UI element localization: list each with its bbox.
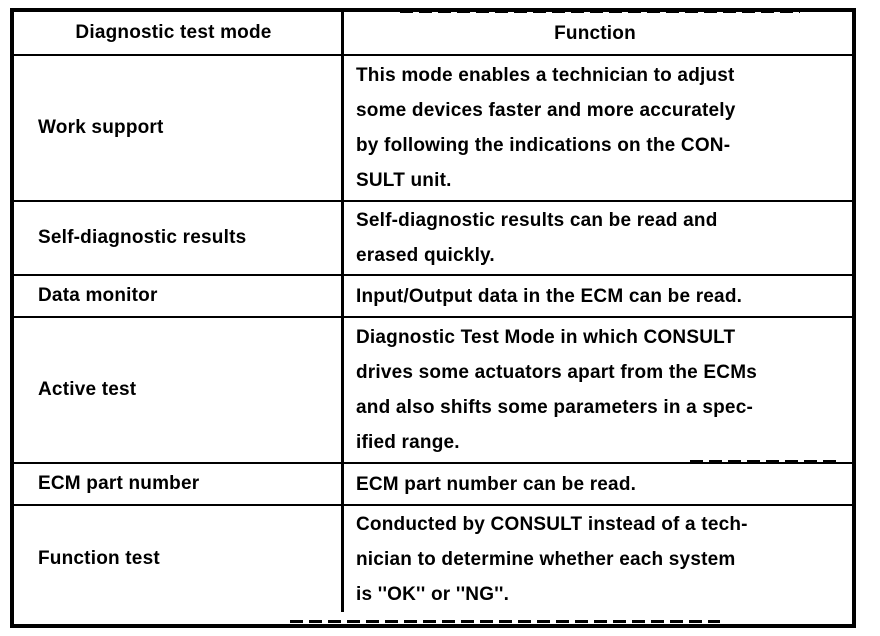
- cell-mode-data-monitor: Data monitor: [14, 276, 344, 316]
- cell-function-data-monitor: Input/Output data in the ECM can be read…: [356, 285, 743, 307]
- cell-function-ecm-part-number: ECM part number can be read.: [356, 473, 637, 495]
- cell-function-function-test: Conducted by CONSULT instead of a tech- …: [356, 513, 748, 605]
- table-row: ECM part number ECM part number can be r…: [14, 464, 852, 506]
- scan-artifact: [400, 10, 800, 13]
- scan-artifact: [290, 620, 720, 623]
- cell-function-self-diagnostic-results: Self-diagnostic results can be read and …: [356, 210, 718, 266]
- column-header-diagnostic-test-mode: Diagnostic test mode: [14, 12, 344, 54]
- cell-mode-function-test: Function test: [14, 506, 344, 612]
- diagnostic-test-mode-table: Diagnostic test mode Function Work suppo…: [10, 8, 856, 628]
- cell-mode-self-diagnostic-results: Self-diagnostic results: [14, 202, 344, 274]
- table-row: Function test Conducted by CONSULT inste…: [14, 506, 852, 612]
- cell-function-work-support: This mode enables a technician to adjust…: [356, 65, 736, 191]
- table-row: Work support This mode enables a technic…: [14, 56, 852, 202]
- cell-mode-work-support: Work support: [14, 56, 344, 200]
- table-header-row: Diagnostic test mode Function: [14, 12, 852, 56]
- table-row: Active test Diagnostic Test Mode in whic…: [14, 318, 852, 464]
- column-header-function: Function: [554, 22, 636, 44]
- scan-artifact: [690, 460, 840, 462]
- cell-mode-active-test: Active test: [14, 318, 344, 462]
- table-row: Self-diagnostic results Self-diagnostic …: [14, 202, 852, 276]
- cell-function-active-test: Diagnostic Test Mode in which CONSULT dr…: [356, 327, 757, 453]
- table-row: Data monitor Input/Output data in the EC…: [14, 276, 852, 318]
- cell-mode-ecm-part-number: ECM part number: [14, 464, 344, 504]
